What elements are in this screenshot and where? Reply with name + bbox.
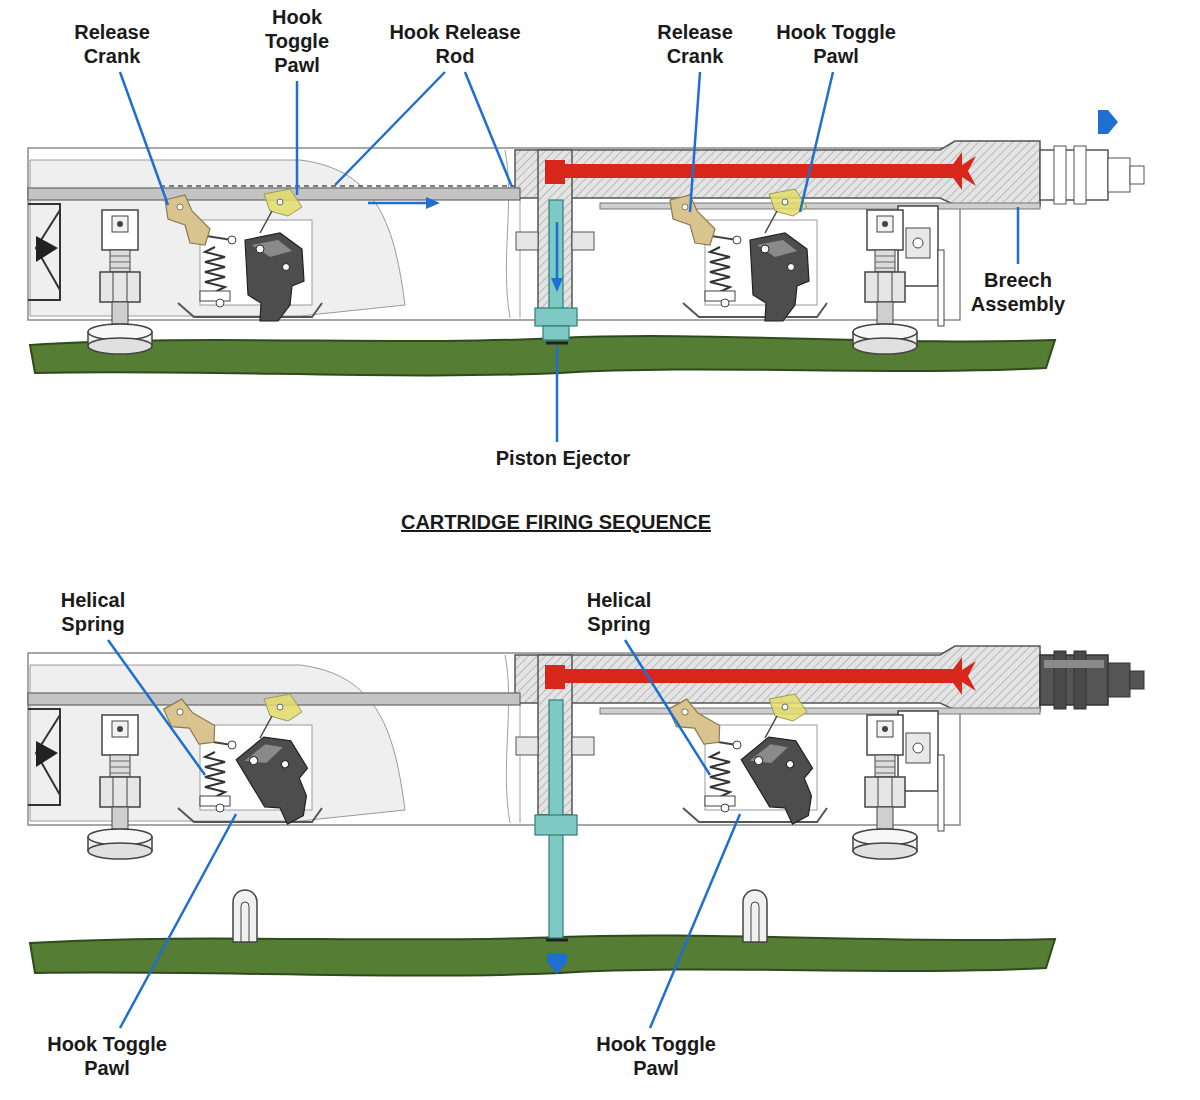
leader-line: [335, 72, 445, 185]
breech-cap: [1130, 671, 1144, 689]
part-label: Release Crank: [645, 20, 745, 68]
leader-line: [120, 72, 168, 205]
suspension-lug: [751, 902, 759, 942]
suspension-lug: [241, 902, 249, 942]
piston-ejector-rod: [549, 200, 563, 310]
leader-line: [1017, 207, 1020, 264]
breech-assembly: [1044, 660, 1104, 668]
breech-cap: [1130, 166, 1144, 184]
part-label: Helical Spring: [43, 588, 143, 636]
part-label: Hook Toggle Pawl: [591, 1032, 721, 1080]
part-label: Hook Release Rod: [375, 20, 535, 68]
sway-brace-foot: [853, 210, 917, 354]
leader-line: [108, 640, 205, 775]
leader-line: [556, 346, 559, 442]
leader-line: [296, 81, 299, 195]
diagram-title: CARTRIDGE FIRING SEQUENCE: [401, 510, 711, 534]
leader-line: [690, 72, 700, 212]
sway-brace-foot: [853, 715, 917, 859]
motion-arrow: [547, 953, 567, 974]
motion-arrow: [368, 202, 428, 205]
toggle-pawl-part: [260, 694, 302, 738]
leader-line: [650, 814, 740, 1028]
breech-cap: [1108, 663, 1130, 697]
motion-arrow: [1098, 110, 1118, 134]
sway-brace-foot: [88, 715, 152, 859]
leader-line: [120, 814, 236, 1028]
part-label: Hook Toggle Pawl: [771, 20, 901, 68]
motion-arrow: [551, 278, 563, 292]
piston-ejector-foot: [546, 939, 568, 942]
breech-assembly: [1054, 146, 1066, 204]
suspension-lug: [743, 890, 767, 942]
release-crank-part: [165, 195, 210, 245]
store-body: [30, 935, 1055, 975]
rod-travel-line: [160, 185, 515, 187]
leader-lines: [108, 72, 1018, 1028]
suspension-hook: [750, 233, 809, 321]
suspension-hook: [233, 726, 326, 831]
piston-ejector-head: [535, 308, 577, 326]
suspension-hook: [738, 726, 831, 831]
release-crank-part: [670, 195, 715, 245]
sway-brace-foot: [88, 210, 152, 354]
part-label: Breech Assembly: [963, 268, 1073, 316]
release-crank-part: [162, 693, 218, 753]
breech-assembly: [1074, 146, 1086, 204]
breech-assembly: [1074, 651, 1086, 709]
toggle-pawl-part: [260, 189, 302, 233]
breech-cap: [1108, 158, 1130, 192]
leader-line: [465, 72, 512, 187]
part-label: Piston Ejector: [463, 446, 663, 470]
part-label: Helical Spring: [569, 588, 669, 636]
part-label: Hook Toggle Pawl: [259, 5, 335, 77]
part-label: Release Crank: [62, 20, 162, 68]
piston-ejector-foot: [543, 326, 569, 340]
leader-line: [800, 72, 833, 212]
piston-ejector-foot: [546, 342, 568, 345]
motion-arrow: [556, 222, 559, 280]
toggle-pawl-part: [765, 694, 807, 738]
breech-assembly: [1054, 651, 1066, 709]
piston-ejector-head: [535, 815, 577, 835]
suspension-lug: [233, 890, 257, 942]
suspension-hook: [245, 233, 304, 321]
leader-line: [625, 640, 710, 775]
motion-arrow: [426, 197, 440, 209]
part-label: Hook Toggle Pawl: [42, 1032, 172, 1080]
